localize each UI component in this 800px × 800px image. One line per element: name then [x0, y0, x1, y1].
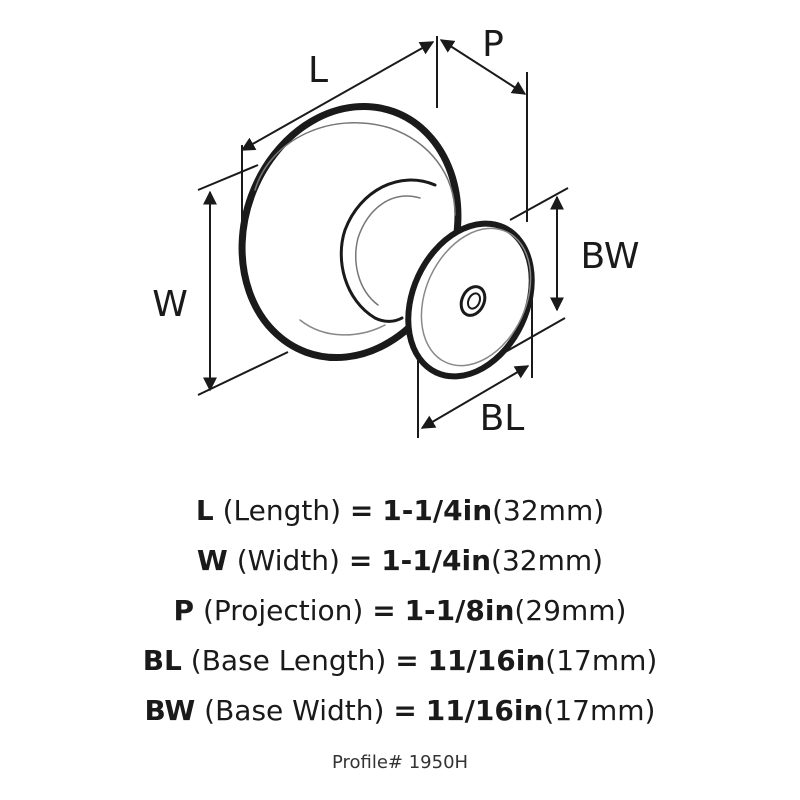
- dimension-spec-list: L (Length) = 1-1/4in(32mm) W (Width) = 1…: [0, 486, 800, 736]
- dim-label-BL: BL: [480, 398, 525, 439]
- dimension-line-L: [240, 41, 435, 151]
- spec-mm-value: (17mm): [545, 644, 658, 677]
- spec-row-length: L (Length) = 1-1/4in(32mm): [0, 486, 800, 536]
- spec-equals: =: [393, 694, 417, 727]
- spec-row-base-length: BL (Base Length) = 11/16in(17mm): [0, 636, 800, 686]
- spec-equals: =: [349, 494, 374, 527]
- dim-label-W: W: [152, 284, 188, 325]
- profile-number: Profile# 1950H: [331, 752, 469, 773]
- spec-row-width: W (Width) = 1-1/4in(32mm): [0, 536, 800, 586]
- spec-code: L: [195, 494, 214, 527]
- spec-row-base-width: BW (Base Width) = 11/16in(17mm): [0, 686, 800, 736]
- extension-line: [509, 187, 569, 221]
- spec-inch-value: 11/16in: [425, 694, 544, 727]
- spec-code: W: [196, 544, 228, 577]
- spec-name: (Base Length): [190, 644, 387, 677]
- spec-equals: =: [395, 644, 419, 677]
- dimension-lines: [197, 36, 569, 438]
- knob-stem-contour: [339, 178, 437, 323]
- dim-label-BW: BW: [580, 236, 639, 277]
- spec-name: (Base Width): [204, 694, 385, 727]
- spec-code: BW: [144, 694, 196, 727]
- spec-code: BL: [142, 644, 182, 677]
- dimension-line-BL: [420, 365, 530, 429]
- knob-base-rim: [420, 227, 532, 367]
- spec-inch-value: 1-1/8in: [404, 594, 515, 627]
- spec-mm-value: (32mm): [491, 544, 604, 577]
- knob-stem-contour: [355, 195, 421, 306]
- screw-hole: [459, 285, 487, 317]
- knob-illustration: [238, 102, 535, 380]
- spec-mm-value: (32mm): [492, 494, 605, 527]
- spec-name: (Length): [222, 494, 342, 527]
- dim-label-L: L: [308, 50, 328, 91]
- spec-name: (Projection): [202, 594, 364, 627]
- dim-label-P: P: [482, 24, 504, 65]
- spec-inch-value: 1-1/4in: [382, 494, 493, 527]
- knob-cap-contour: [299, 319, 386, 336]
- spec-equals: =: [372, 594, 396, 627]
- spec-inch-value: 1-1/4in: [381, 544, 492, 577]
- screw-hole-inner: [466, 292, 482, 310]
- spec-code: P: [173, 594, 195, 627]
- extension-line: [197, 351, 289, 396]
- spec-mm-value: (17mm): [543, 694, 656, 727]
- spec-mm-value: (29mm): [514, 594, 627, 627]
- spec-inch-value: 11/16in: [427, 644, 546, 677]
- spec-name: (Width): [236, 544, 340, 577]
- knob-dimension-diagram: L P W BW BL: [152, 24, 639, 439]
- extension-line: [197, 164, 259, 191]
- spec-equals: =: [348, 544, 373, 577]
- spec-row-projection: P (Projection) = 1-1/8in(29mm): [0, 586, 800, 636]
- dimension-line-P: [439, 39, 527, 95]
